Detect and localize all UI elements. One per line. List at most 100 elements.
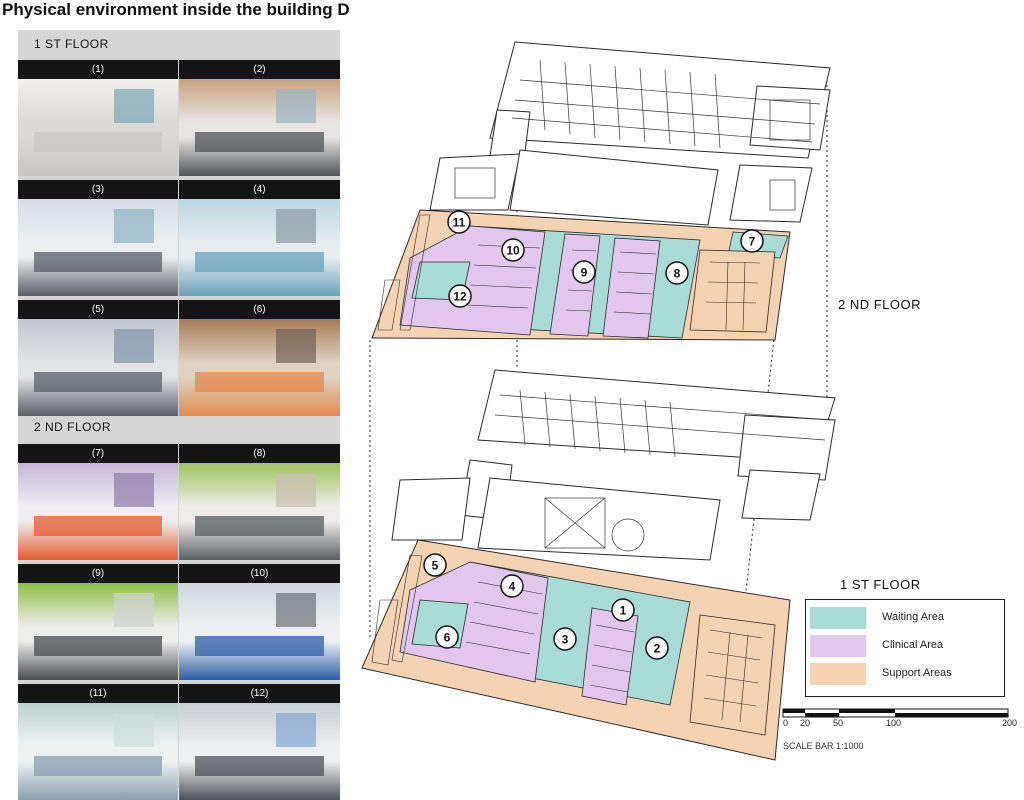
legend-item-waiting: Waiting Area <box>810 607 1000 629</box>
photo-detail <box>195 252 324 272</box>
scale-bar-segment <box>805 713 839 717</box>
photo-detail <box>114 472 154 507</box>
photo-caption: (3) <box>18 180 178 199</box>
photo-service-counters <box>18 319 178 416</box>
photo-caption: (9) <box>18 564 178 583</box>
legend-label-clinical: Clinical Area <box>882 639 944 651</box>
photo-detail <box>195 372 324 392</box>
photo-caption: (1) <box>18 60 178 79</box>
middle-building-rooms <box>494 389 831 552</box>
photo-waiting-chairs <box>179 79 340 176</box>
area-marker-number: 5 <box>432 559 439 573</box>
area-marker-number: 4 <box>509 580 516 594</box>
area-marker-circle <box>435 625 459 649</box>
legend-label-support: Support Areas <box>882 667 952 679</box>
scale-bar-segment <box>783 709 805 713</box>
photo-detail <box>114 208 154 243</box>
scale-bar-segment <box>839 709 895 713</box>
photo-detail <box>275 712 316 747</box>
photo-caption: (4) <box>179 180 340 199</box>
legend-swatch-support <box>810 663 866 685</box>
photo-caption: (12) <box>179 684 340 703</box>
area-marker-circle <box>572 260 596 284</box>
photo-caption: (10) <box>179 564 340 583</box>
photo-green-door-waiting <box>179 463 340 560</box>
scale-tick: 100 <box>886 718 902 728</box>
scale-tick: 20 <box>800 718 811 728</box>
area-marker-number: 10 <box>506 244 520 258</box>
photo-caption: (7) <box>18 444 178 463</box>
photo-blue-sign-area <box>179 583 340 680</box>
scale-tick: 200 <box>1002 718 1018 728</box>
photo-waiting-hall <box>18 199 178 296</box>
photo-detail <box>275 328 316 363</box>
area-marker-circle <box>423 553 447 577</box>
floor1-photo-header: 1 ST FLOOR <box>18 30 340 58</box>
photo-cafe-tables <box>18 463 178 560</box>
photo-detail <box>114 712 154 747</box>
page-title: Physical environment inside the building… <box>2 0 350 19</box>
area-marker-circle <box>611 598 635 622</box>
photo-detail <box>114 88 154 123</box>
scale-tick: 0 <box>783 718 789 728</box>
legend-label-waiting: Waiting Area <box>882 611 944 623</box>
photo-counter-corridor <box>18 79 178 176</box>
floor1-core <box>689 614 776 736</box>
area-marker-number: 12 <box>453 290 467 304</box>
legend-item-clinical: Clinical Area <box>810 635 1000 657</box>
photo-detail <box>195 132 324 152</box>
area-marker-number: 3 <box>562 633 569 647</box>
photo-detail <box>275 208 316 243</box>
photo-detail <box>275 472 316 507</box>
floor2-clinical-area <box>549 233 601 337</box>
legend: Waiting Area Clinical Area Support Areas <box>805 599 1005 697</box>
area-marker-number: 11 <box>453 216 466 230</box>
photo-detail <box>195 636 324 656</box>
upper-building-rooms <box>454 59 821 211</box>
area-marker-number: 2 <box>654 642 661 656</box>
photo-detail <box>114 328 154 363</box>
photo-caption: (2) <box>179 60 340 79</box>
area-marker-circle <box>645 636 669 660</box>
photo-detail <box>34 516 162 536</box>
photo-caption: (11) <box>18 684 178 703</box>
photo-detail <box>195 756 324 776</box>
floor2-room-grid <box>377 214 761 331</box>
photo-detail <box>34 132 162 152</box>
area-marker-circle <box>500 574 524 598</box>
photo-caption: (8) <box>179 444 340 463</box>
floor2-photo-header: 2 ND FLOOR <box>18 413 340 441</box>
area-marker-number: 7 <box>749 235 756 249</box>
photo-detail <box>275 592 316 627</box>
area-marker-circle <box>740 229 764 253</box>
area-marker-circle <box>447 210 471 234</box>
floor2-clinical-area <box>602 237 661 339</box>
photo-glass-entrance <box>18 703 178 800</box>
area-marker-circle <box>665 261 689 285</box>
scale-tick: 50 <box>833 718 844 728</box>
legend-swatch-waiting <box>810 607 866 629</box>
photo-caption: (6) <box>179 300 340 319</box>
area-marker-circle <box>501 238 525 262</box>
photo-wood-corridor <box>179 319 340 416</box>
photo-detail <box>195 516 324 536</box>
photo-caption: (5) <box>18 300 178 319</box>
legend-item-support: Support Areas <box>810 663 1000 685</box>
photo-detail <box>34 372 162 392</box>
legend-swatch-clinical <box>810 635 866 657</box>
area-marker-number: 6 <box>444 631 451 645</box>
area-marker-number: 8 <box>674 267 681 281</box>
floor1-plate <box>361 539 791 761</box>
photo-detail <box>34 252 162 272</box>
scale-bar-segment <box>895 713 1008 717</box>
photo-detail <box>34 636 162 656</box>
photo-detail <box>275 88 316 123</box>
area-marker-circle <box>553 627 577 651</box>
floor2-plan-label: 2 ND FLOOR <box>838 297 922 312</box>
photo-green-panel-seats <box>18 583 178 680</box>
floor1-plan-label: 1 ST FLOOR <box>840 577 921 592</box>
scale-caption: SCALE BAR 1:1000 <box>783 741 864 751</box>
photo-detail <box>34 756 162 776</box>
